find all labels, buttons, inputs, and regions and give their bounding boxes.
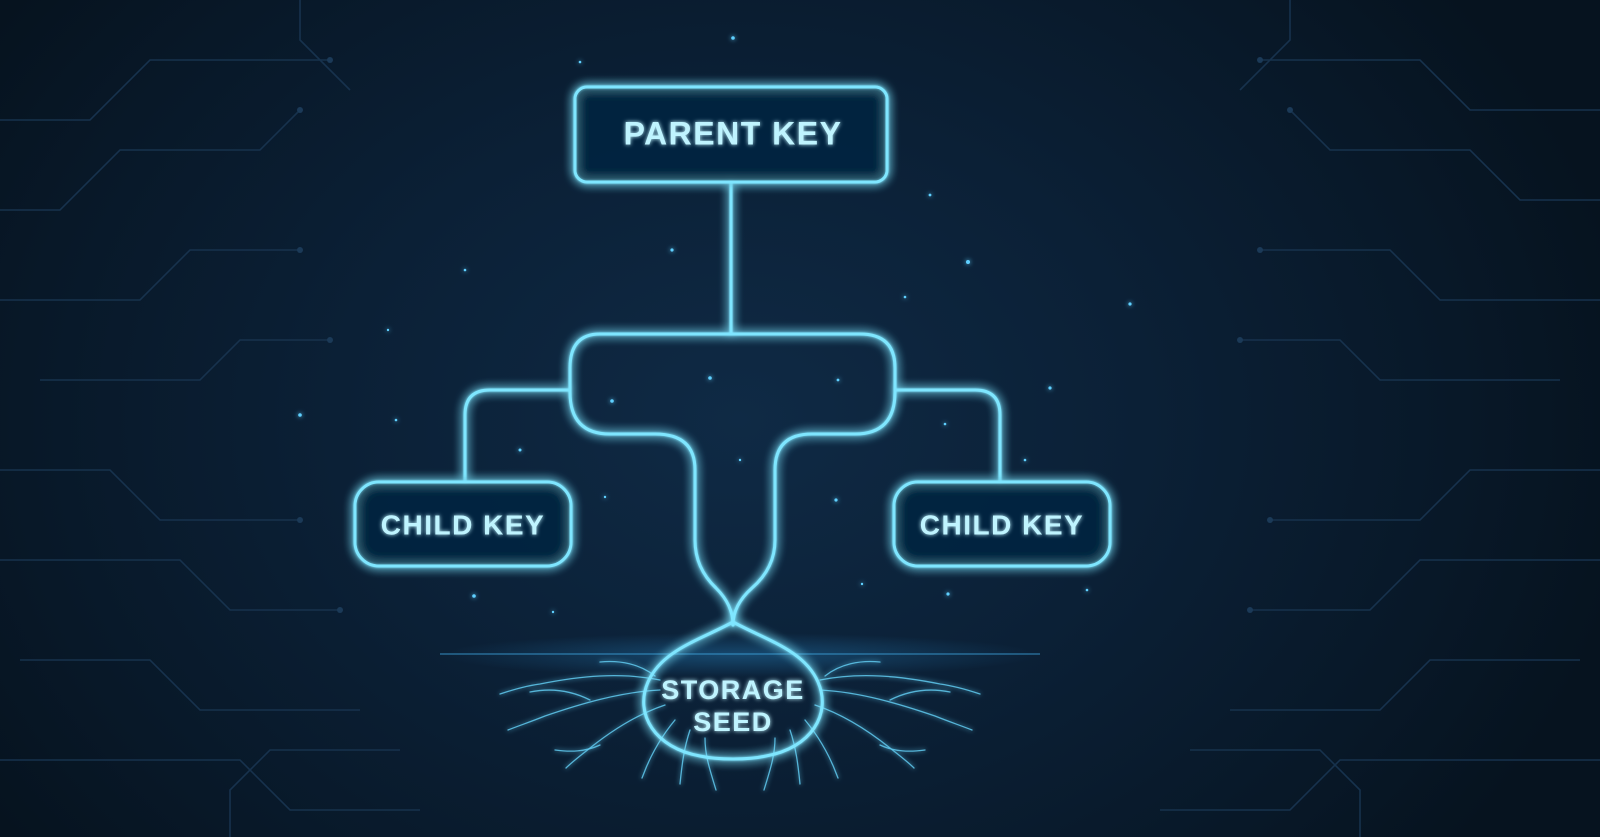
- child-key-right-box: [892, 480, 1112, 568]
- central-bracket: [598, 332, 897, 627]
- central-bracket-left: [568, 332, 735, 627]
- particle-field: [298, 36, 1132, 614]
- left-branch-line: [463, 388, 572, 484]
- storage-seed-label-line2: SEED: [693, 707, 773, 737]
- node-boxes: [353, 85, 1112, 568]
- child-key-right-label: CHILD KEY: [920, 509, 1084, 540]
- parent-key-label: PARENT KEY: [624, 115, 843, 151]
- parent-key-box: [573, 85, 889, 184]
- right-branch-line: [893, 388, 1002, 484]
- child-key-left-box: [353, 480, 573, 568]
- seed-bulb: [642, 620, 824, 761]
- connector-lines: [463, 180, 1002, 761]
- child-key-left-label: CHILD KEY: [381, 509, 545, 540]
- ground-glow: [440, 633, 1040, 677]
- storage-seed-label-line1: STORAGE: [661, 675, 805, 705]
- seed-roots: [499, 660, 981, 791]
- node-labels: PARENT KEY CHILD KEY CHILD KEY STORAGE S…: [381, 115, 1084, 737]
